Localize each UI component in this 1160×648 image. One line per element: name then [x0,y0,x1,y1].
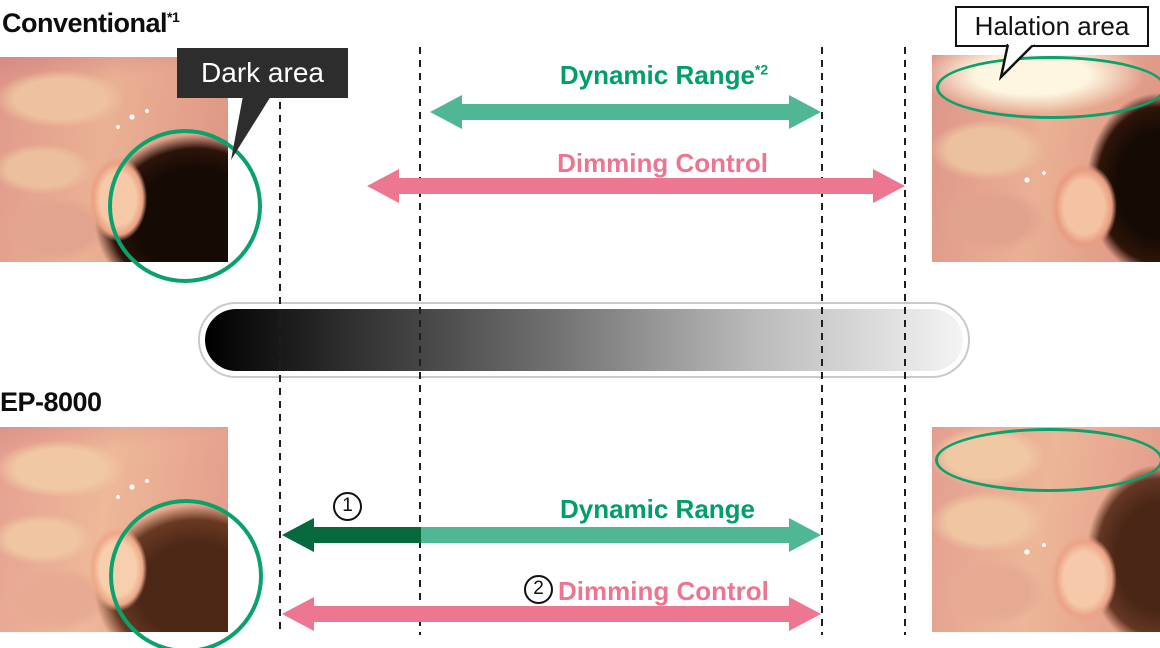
conventional-dimming-control-label: Dimming Control [557,148,768,178]
halation-area-callout-text: Halation area [974,11,1130,41]
ep8000-extended-dark-range-segment [282,518,421,552]
threshold-line-conventional-dark-limit [419,47,421,635]
dynamic-range-note: *2 [754,61,769,78]
conventional-title-note: *1 [167,9,180,25]
ep8000-dynamic-range-arrow [282,518,821,552]
dark-area-ring [108,129,262,283]
luminance-gradient-fill [205,309,963,371]
dark-area-callout-text: Dark area [201,57,324,88]
dynamic-range-text: Dynamic Range [559,60,755,90]
threshold-line-conventional-bright-limit [904,47,906,635]
ep8000-dimming-control-label: Dimming Control [558,576,769,606]
threshold-line-bright-limit [821,47,823,635]
halation-area-ring [936,56,1160,119]
ep8000-title-text: EP-8000 [0,387,102,417]
ep8000-halation-region-ring [935,428,1160,492]
halation-area-callout: Halation area [955,6,1149,47]
dark-area-callout: Dark area [177,48,348,98]
marker-1-badge: 1 [333,492,362,521]
ep8000-dynamic-range-label: Dynamic Range [559,494,756,524]
ep8000-dimming-control-arrow [282,597,821,631]
conventional-dynamic-range-arrow [430,95,821,129]
marker-2-badge: 2 [524,575,553,604]
conventional-dynamic-range-label: Dynamic Range*2 [544,60,784,91]
luminance-gradient-bar [198,302,970,378]
ep8000-title: EP-8000 [0,387,102,418]
conventional-dimming-control-arrow [367,169,905,203]
conventional-title-text: Conventional [2,8,168,38]
conventional-title: Conventional*1 [2,8,180,39]
threshold-line-dark-limit [279,50,281,635]
ep8000-dark-region-ring [109,499,263,648]
